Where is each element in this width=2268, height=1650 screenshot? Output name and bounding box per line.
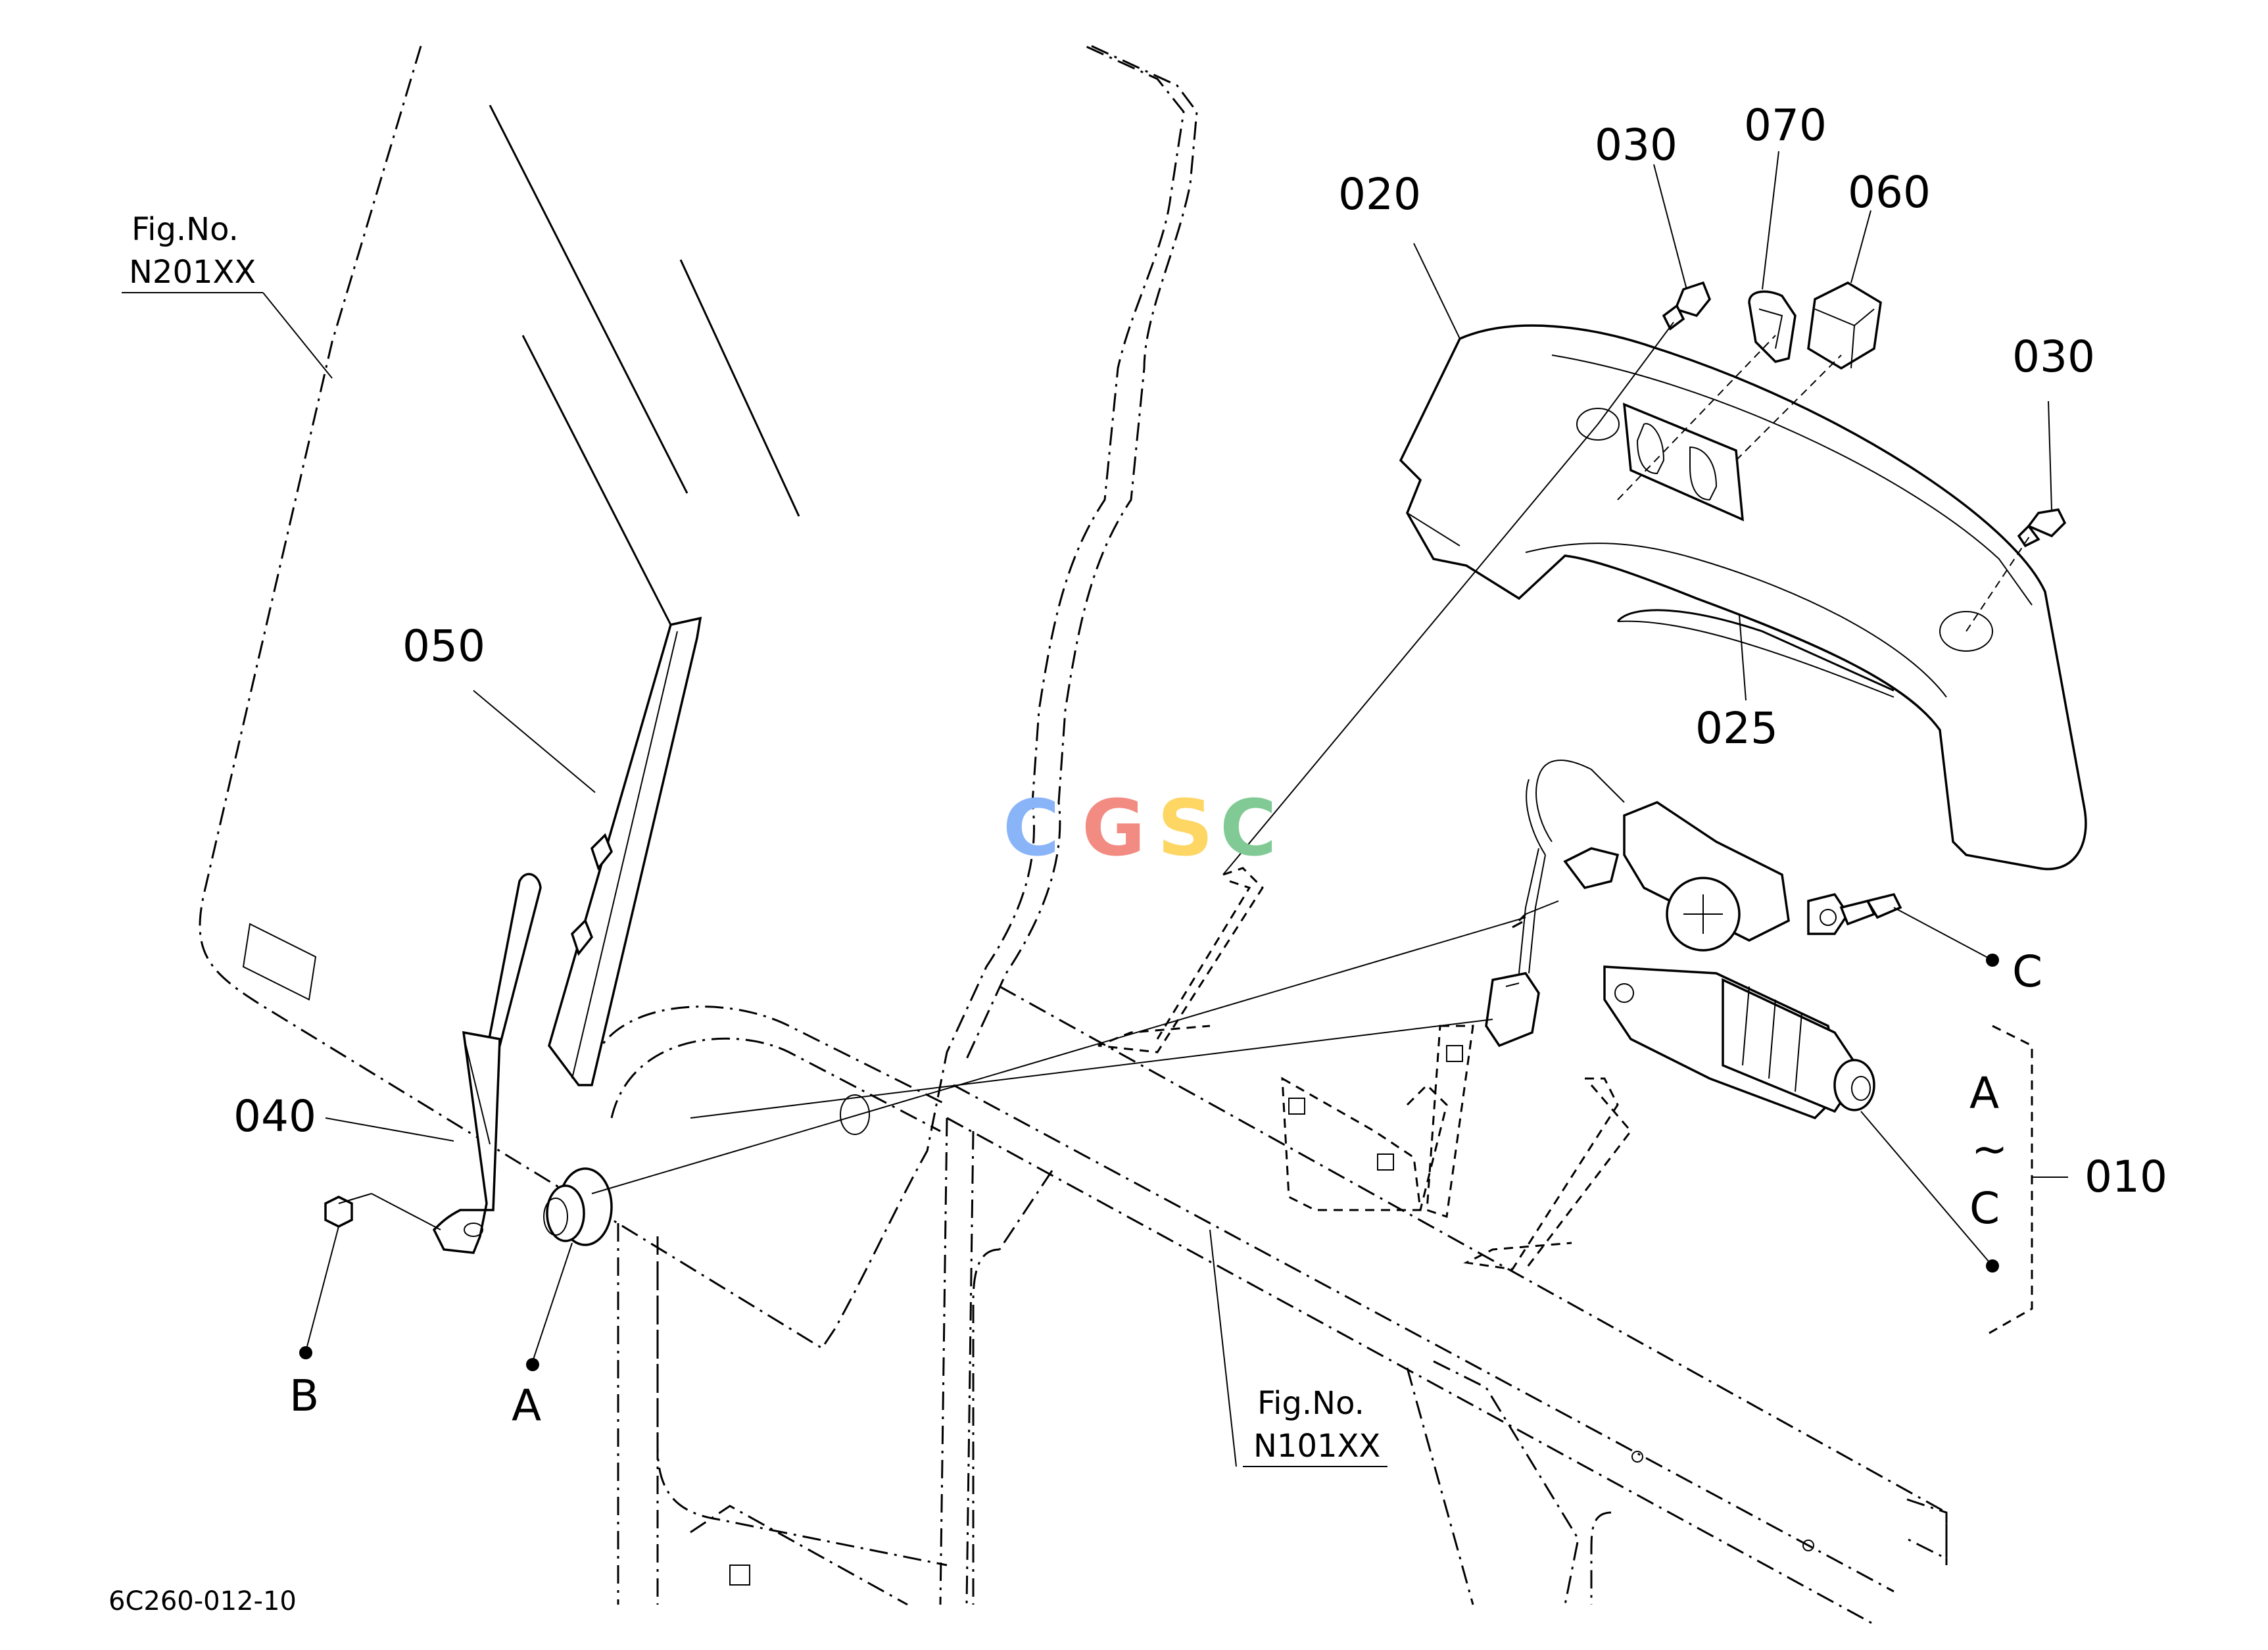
label-050: 050 [402, 621, 485, 671]
label-025: 025 [1695, 703, 1778, 754]
label-020: 020 [1338, 169, 1421, 220]
fig-ref-left-line2: N201XX [129, 254, 256, 291]
watermark-letter-2: G [1082, 783, 1146, 873]
ref-letter-a: A [512, 1380, 541, 1431]
watermark-letter-4: C [1220, 783, 1277, 873]
glass-label-plate [242, 923, 317, 1001]
drawing-code: 6C260-012-10 [109, 1586, 297, 1616]
grommet-070 [1748, 290, 1797, 363]
wiper-motor-cover [1399, 324, 2087, 871]
label-060: 060 [1848, 167, 1931, 218]
switch-060 [1807, 281, 1882, 370]
range-tilde: ~ [1971, 1124, 2008, 1175]
fig-ref-left-line1: Fig.No. [132, 211, 239, 248]
glass-hole [840, 1094, 870, 1135]
ref-letter-c: C [2012, 946, 2042, 997]
range-from-letter: A [1969, 1068, 1999, 1119]
ref-letter-b: B [289, 1371, 319, 1421]
label-030-right: 030 [2012, 331, 2095, 382]
watermark-letter-1: C [1003, 783, 1060, 873]
fig-ref-bottom-line2: N101XX [1253, 1428, 1380, 1465]
wiper-blade-050 [548, 616, 702, 1086]
pivot-cap-a [543, 1167, 613, 1246]
bolt-030-top [1662, 281, 1712, 331]
pivot-nut [324, 1196, 353, 1228]
label-030-top: 030 [1595, 120, 1677, 170]
glass-reflection-lines [489, 105, 800, 625]
wiper-motor-010 [1485, 760, 1875, 1120]
wiper-arm-040 [432, 873, 542, 1254]
label-070: 070 [1744, 100, 1827, 151]
fig-ref-bottom-line1: Fig.No. [1257, 1385, 1364, 1422]
cab-frame [591, 985, 1948, 1626]
reference-dots [299, 954, 1999, 1371]
mounting-brackets [1098, 867, 1632, 1271]
leader-lines [122, 151, 2068, 1467]
watermark: C G S C [1003, 783, 1277, 873]
assembly-lines [591, 322, 2033, 1194]
label-040: 040 [233, 1091, 316, 1142]
motor-bolt-c [1839, 892, 1902, 926]
label-010: 010 [2085, 1152, 2167, 1202]
watermark-letter-3: S [1157, 783, 1213, 873]
bolt-030-right [2017, 508, 2067, 548]
rear-glass-outline [199, 45, 1198, 1350]
range-to-letter: C [1969, 1183, 2000, 1234]
